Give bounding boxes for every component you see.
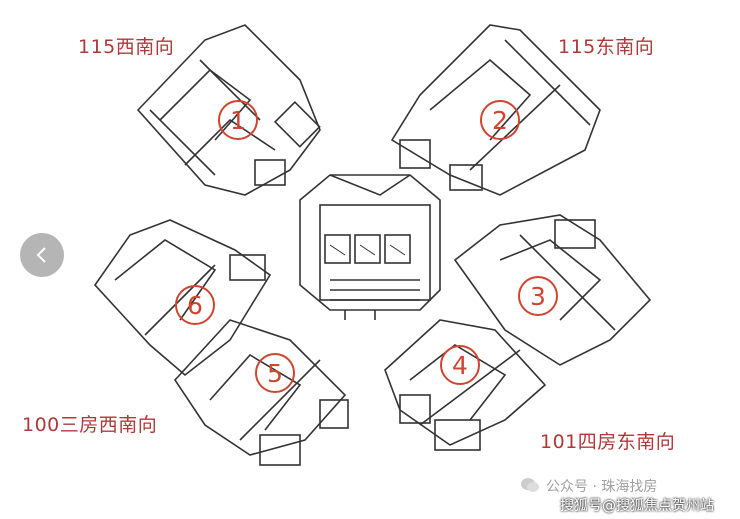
watermark-account: 公众号 · 珠海找房 (546, 479, 658, 495)
unit-marker-1: 1 (218, 100, 258, 140)
wechat-icon (520, 476, 540, 494)
back-button[interactable] (20, 233, 64, 277)
unit-marker-4: 4 (440, 345, 480, 385)
central-core (299, 174, 441, 320)
wing-unit-4 (384, 319, 547, 451)
unit-marker-6: 6 (175, 285, 215, 325)
label-unit-1-orientation: 115西南向 (78, 36, 175, 58)
watermark-source: 搜狐号@搜狐焦点贺州站 (560, 498, 714, 514)
chevron-left-icon (36, 247, 46, 263)
wing-unit-1 (136, 24, 321, 196)
unit-marker-2: 2 (480, 100, 520, 140)
wing-unit-3 (453, 214, 652, 366)
label-unit-2-orientation: 115东南向 (558, 36, 655, 58)
wing-unit-5 (173, 319, 349, 466)
unit-marker-3: 3 (518, 276, 558, 316)
unit-marker-5: 5 (255, 353, 295, 393)
label-unit-3-orientation: 101四房东南向 (540, 431, 676, 453)
label-unit-5-orientation: 100三房西南向 (22, 414, 158, 436)
